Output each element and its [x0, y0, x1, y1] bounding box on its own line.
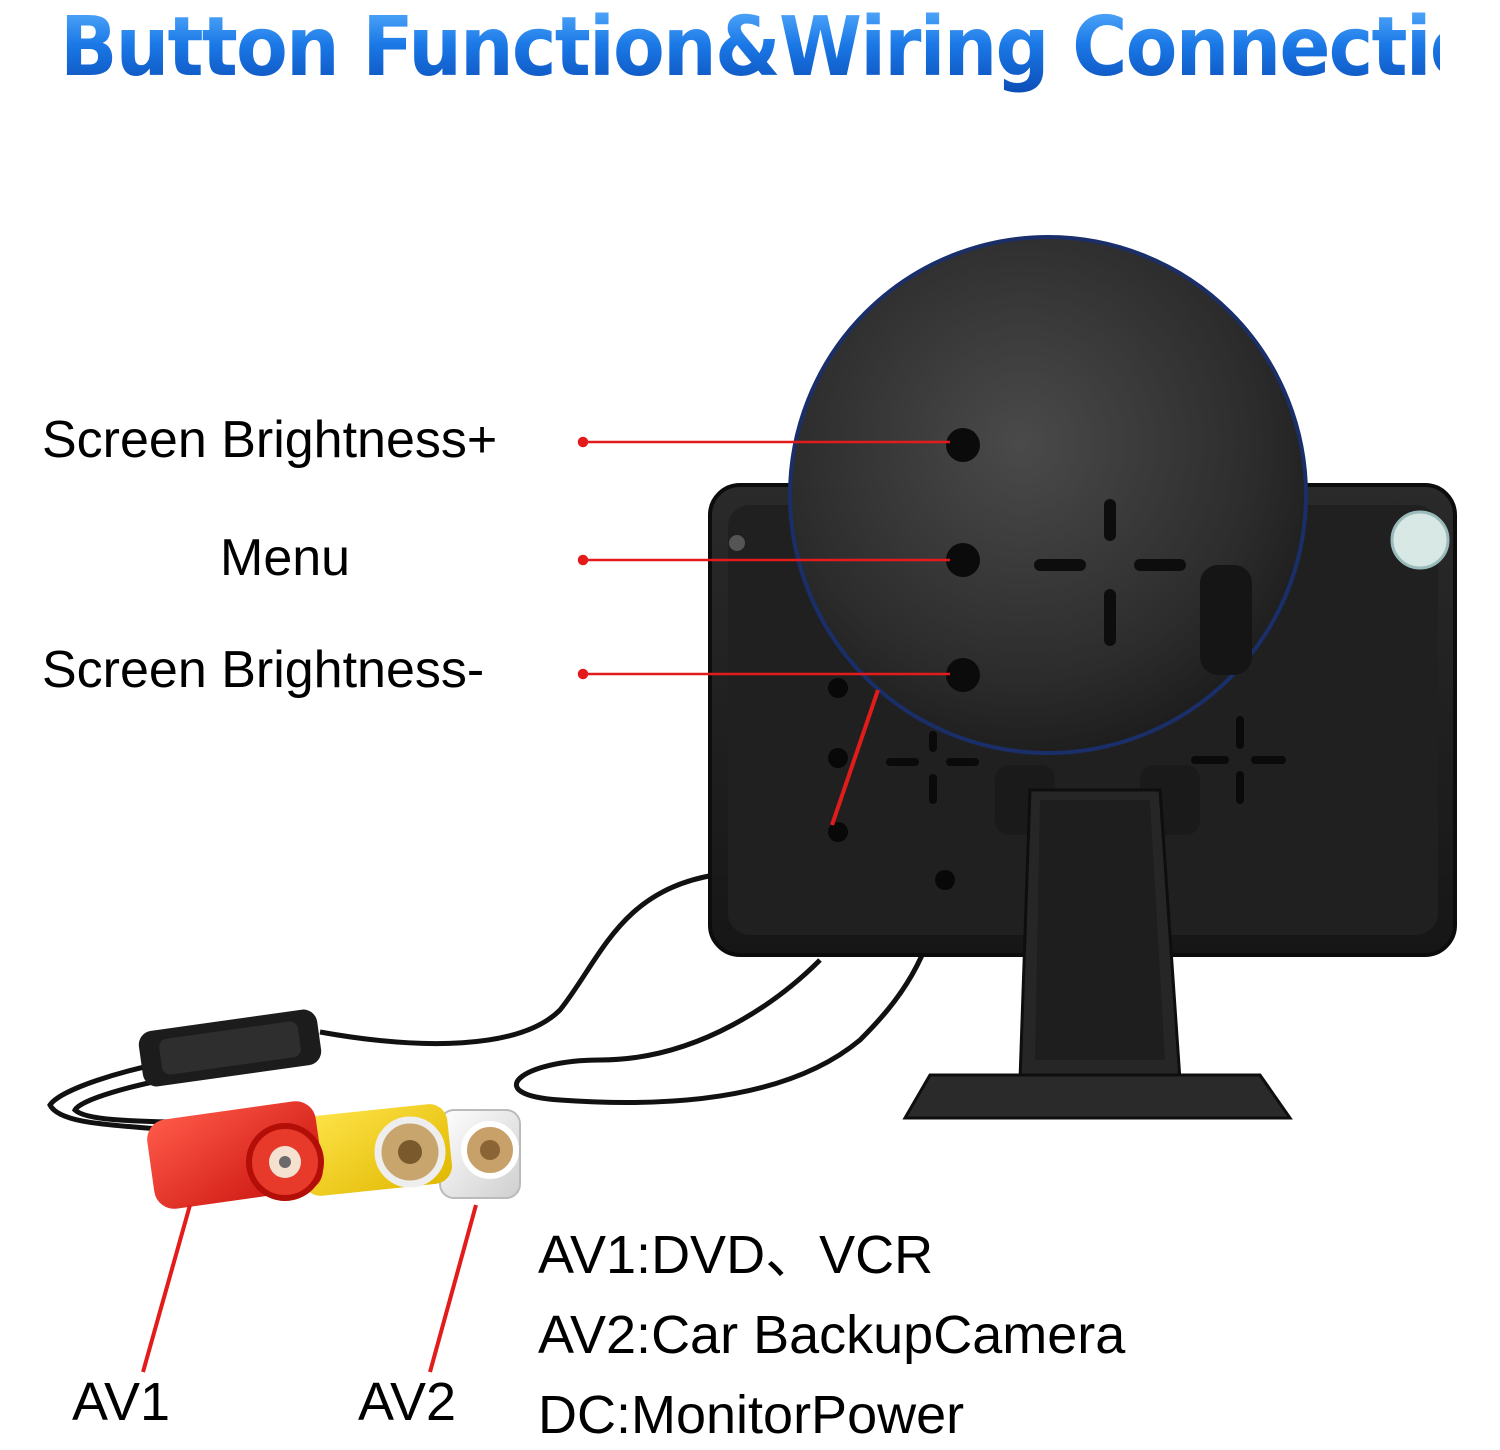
av-cable [319, 872, 716, 1047]
cable-group [47, 872, 948, 1133]
legend-av1: AV1:DVD、VCR [538, 1225, 934, 1285]
label-brightness-plus: Screen Brightness+ [42, 411, 498, 469]
pointer-lines [141, 436, 950, 1373]
vent-marks-left [886, 731, 979, 804]
vent-marks-right [1191, 716, 1286, 804]
label-av1: AV1 [72, 1372, 171, 1432]
rca-red-plug [147, 1101, 324, 1209]
rca-yellow-plug [298, 1104, 452, 1196]
main-plug [138, 1009, 322, 1087]
label-brightness-minus: Screen Brightness- [42, 641, 485, 699]
power-cable [514, 879, 948, 1105]
legend-av2: AV2:Car BackupCamera [538, 1305, 1126, 1365]
connection-legend: AV1:DVD、VCR AV2:Car BackupCamera DC:Moni… [538, 1215, 1125, 1450]
page-title: Button Function&Wiring Connection [60, 0, 1500, 100]
monitor-stand [902, 565, 1293, 1120]
label-menu: Menu [220, 529, 351, 587]
zoom-lens [788, 235, 1308, 755]
legend-dc: DC:MonitorPower [538, 1385, 965, 1445]
split-cable-1 [47, 1057, 181, 1133]
label-av2: AV2 [358, 1372, 457, 1432]
rca-white-plug [439, 1109, 521, 1199]
